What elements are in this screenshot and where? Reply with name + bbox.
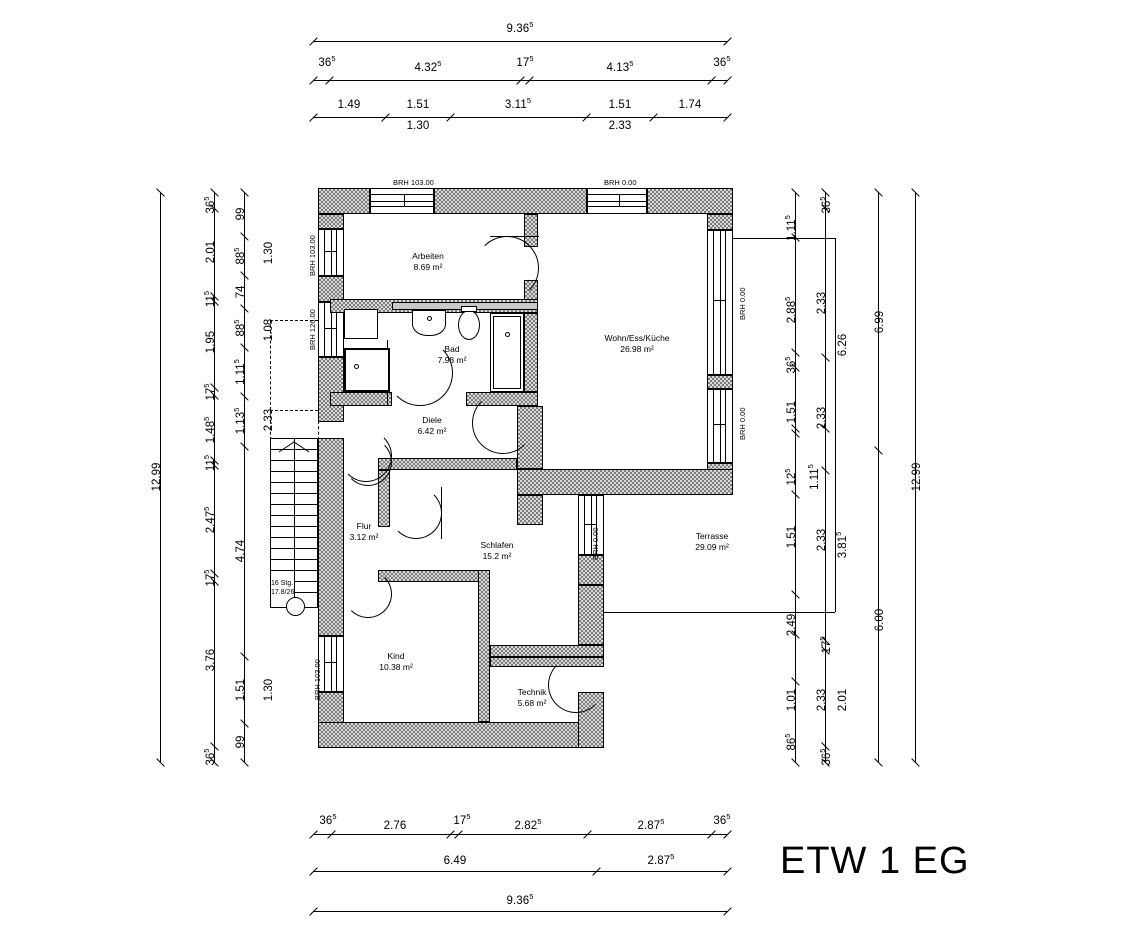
bathtub-inner [493, 316, 521, 389]
wash-basin [412, 310, 446, 336]
exterior-wall-left-1 [318, 214, 344, 229]
partition-technik-north [490, 657, 604, 667]
door-swing-wohnen [472, 392, 534, 454]
exterior-wall-top-right [647, 188, 733, 214]
stair-step-note: 16 Stg. 17.8/26 [271, 580, 295, 597]
brh-label-west-upper: BRH 103.00 [308, 235, 317, 276]
brh-label-terrasse-door: BRH 0.00 [591, 527, 600, 560]
toilet [458, 310, 480, 340]
bath-cabinet [344, 309, 378, 339]
partition-bad-east [524, 313, 538, 392]
partition-schlafen-south [490, 645, 604, 657]
exterior-wall-right-1 [707, 214, 733, 230]
door-swing-schlafen [390, 487, 442, 539]
exterior-wall-top-middle [434, 188, 587, 214]
exterior-wall-terrasse-side-2 [578, 555, 604, 585]
door-swing-bad [387, 340, 453, 406]
door-swing-diele-stair [344, 438, 392, 486]
drawing-title: ETW 1 EG [780, 840, 970, 882]
partition-diele-south [378, 458, 517, 470]
stair-projection-line-right [318, 410, 319, 440]
door-swing-kind [344, 570, 392, 618]
brh-label-north-east: BRH 0.00 [604, 178, 637, 187]
partition-bad-south [330, 392, 392, 406]
stair-start-marker [286, 597, 305, 616]
brh-label-west-lower: BRH 103.00 [313, 659, 322, 700]
partition-schlafen-east [578, 585, 604, 645]
stair-projection-line-left [270, 410, 271, 440]
door-swing-arbeiten [475, 236, 539, 300]
exterior-wall-bottom [318, 722, 604, 748]
stair-steps-count: 16 Stg. [271, 580, 294, 587]
stair-projection-line-side [270, 320, 271, 410]
brh-label-east-upper: BRH 0.00 [738, 287, 747, 320]
stair-rise-run: 17.8/26 [271, 588, 295, 596]
brh-label-west-mid: BRH 126.00 [308, 309, 317, 350]
stair-wall-left [318, 438, 344, 636]
exterior-wall-top-left [318, 188, 370, 214]
exterior-wall-terrasse-side [517, 495, 543, 525]
toilet-cistern [461, 306, 477, 312]
brh-label-east-lower: BRH 0.00 [738, 407, 747, 440]
door-swing-technik [548, 657, 604, 713]
exterior-wall-left-2 [318, 276, 344, 302]
exterior-wall-left-3 [318, 357, 344, 422]
partition-kind-north [378, 570, 490, 582]
brh-label-north-west: BRH 103.00 [393, 178, 434, 187]
dim-top-overall: 9.365 [506, 20, 534, 35]
stair-projection-line-top [270, 410, 318, 411]
stair-projection-line-upper [270, 320, 318, 321]
stair-up-arrow-icon [278, 441, 310, 453]
shower-tray [344, 348, 390, 392]
exterior-wall-right-2 [707, 375, 733, 389]
exterior-wall-living-bottom [517, 469, 733, 495]
partition-kind-east [478, 570, 490, 722]
